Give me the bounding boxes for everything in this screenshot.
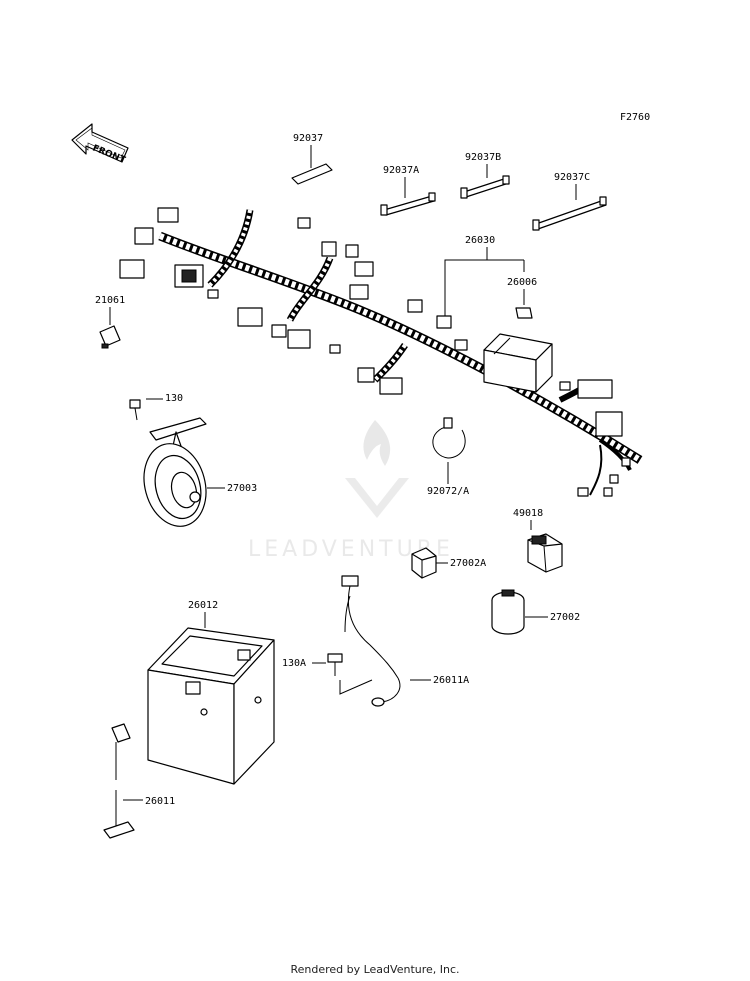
leadventure-watermark: LEADVENTURE: [248, 420, 450, 562]
callout-27002a: 27002A: [450, 558, 486, 569]
callout-27003: 27003: [227, 483, 257, 494]
bolt-130a: [327, 653, 343, 676]
battery-26012: [147, 627, 275, 785]
callout-26011: 26011: [145, 796, 175, 807]
connector-21061: [99, 325, 121, 349]
band-92072: [432, 417, 466, 459]
horn-27003: [129, 399, 207, 527]
callout-49018: 49018: [513, 508, 543, 519]
callout-26012: 26012: [188, 600, 218, 611]
cable-26011: [103, 723, 135, 839]
clamp-92037c: [532, 196, 607, 231]
callout-92037b: 92037B: [465, 152, 501, 163]
harness-connectors: [119, 207, 631, 497]
callout-92037: 92037: [293, 133, 323, 144]
callout-21061: 21061: [95, 295, 125, 306]
cable-26011a: [339, 575, 401, 707]
callout-27002: 27002: [550, 612, 580, 623]
front-arrow-icon: FRONT: [71, 123, 129, 166]
callout-130: 130: [165, 393, 183, 404]
clamp-92037a: [380, 192, 436, 216]
main-harness-26030: [158, 209, 643, 496]
callout-92072: 92072/A: [427, 486, 469, 497]
callout-26006: 26006: [507, 277, 537, 288]
callout-92037c: 92037C: [554, 172, 590, 183]
relay-27002: [491, 589, 525, 635]
junction-box: [483, 333, 553, 393]
relay-49018: [527, 533, 563, 573]
callout-92037a: 92037A: [383, 165, 419, 176]
fuse-26006: [515, 307, 533, 319]
band-92037: [291, 163, 333, 185]
callout-130a: 130A: [282, 658, 306, 669]
callout-26030: 26030: [465, 235, 495, 246]
clamp-92037b: [460, 175, 510, 199]
figure-code: F2760: [620, 112, 650, 123]
footer-credit: Rendered by LeadVenture, Inc.: [290, 963, 460, 976]
relay-27002a: [411, 547, 437, 579]
callout-26011a: 26011A: [433, 675, 469, 686]
